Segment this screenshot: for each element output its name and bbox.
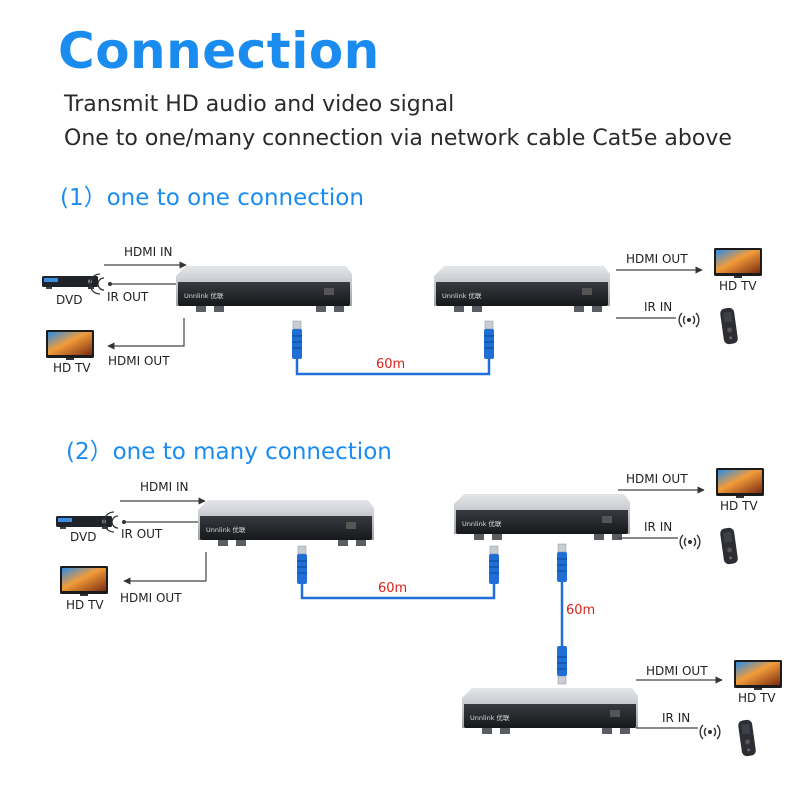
subtitle-1: Transmit HD audio and video signal xyxy=(64,92,455,117)
hdmi-out-label: HDMI OUT xyxy=(646,664,708,678)
cable-length-label: 60m xyxy=(376,357,405,372)
page-title: Connection xyxy=(58,22,380,80)
section-one-to-many-heading: (2）one to many connection xyxy=(66,439,392,465)
hdmi-out-arrow xyxy=(107,318,185,350)
ir-receiver-icon xyxy=(679,534,701,550)
svg-text:Unnlink 优联: Unnlink 优联 xyxy=(206,525,246,534)
tv-icon xyxy=(60,566,108,596)
tv-icon xyxy=(716,468,764,498)
hd-tv-label: HD TV xyxy=(719,279,757,293)
remote-control-icon xyxy=(719,527,739,565)
cable-length-label: 60m xyxy=(378,581,407,596)
ir-receiver-icon xyxy=(699,724,721,740)
hdmi-out-label: HDMI OUT xyxy=(626,252,688,266)
ir-out-label: IR OUT xyxy=(121,527,163,541)
ir-in-label: IR IN xyxy=(662,711,690,725)
hd-tv-label: HD TV xyxy=(720,499,758,513)
hdmi-in-label: HDMI IN xyxy=(124,245,173,259)
receiver-device: Unnlink 优联 xyxy=(454,494,630,540)
network-cable xyxy=(296,545,500,600)
ir-emitter-icon xyxy=(103,511,126,533)
tv-icon xyxy=(734,660,782,690)
receiver-device: Unnlink 优联 xyxy=(434,266,610,312)
section-one-to-one-heading: (1）one to one connection xyxy=(60,185,364,211)
tv-icon xyxy=(714,248,762,278)
network-cable xyxy=(291,320,495,376)
network-cable xyxy=(556,543,568,685)
ir-out-label: IR OUT xyxy=(107,290,149,304)
remote-control-icon xyxy=(719,307,739,345)
dvd-label: DVD xyxy=(70,530,96,544)
transmitter-device: Unnlink 优联 xyxy=(198,500,374,546)
hdmi-out-label: HDMI OUT xyxy=(108,354,170,368)
subtitle-2: One to one/many connection via network c… xyxy=(64,126,732,151)
transmitter-device: Unnlink 优联 xyxy=(176,266,352,312)
dvd-label: DVD xyxy=(56,293,82,307)
ir-receiver-icon xyxy=(678,312,700,328)
brand-logo: Unnlink 优联 xyxy=(184,291,224,300)
remote-control-icon xyxy=(737,719,757,757)
svg-text:Unnlink 优联: Unnlink 优联 xyxy=(442,291,482,300)
cable-length-label: 60m xyxy=(566,603,595,618)
ir-emitter-icon xyxy=(89,273,112,295)
hd-tv-label: HD TV xyxy=(66,598,104,612)
hdmi-out-label: HDMI OUT xyxy=(626,472,688,486)
hdmi-out-label: HDMI OUT xyxy=(120,591,182,605)
hd-tv-label: HD TV xyxy=(53,361,91,375)
tv-icon xyxy=(46,330,94,360)
hd-tv-label: HD TV xyxy=(738,691,776,705)
hdmi-in-label: HDMI IN xyxy=(140,480,189,494)
svg-text:Unnlink 优联: Unnlink 优联 xyxy=(462,519,502,528)
ir-in-label: IR IN xyxy=(644,520,672,534)
hdmi-out-arrow xyxy=(123,552,207,585)
svg-text:Unnlink 优联: Unnlink 优联 xyxy=(470,713,510,722)
receiver-device: Unnlink 优联 xyxy=(462,688,638,734)
ir-in-label: IR IN xyxy=(644,300,672,314)
